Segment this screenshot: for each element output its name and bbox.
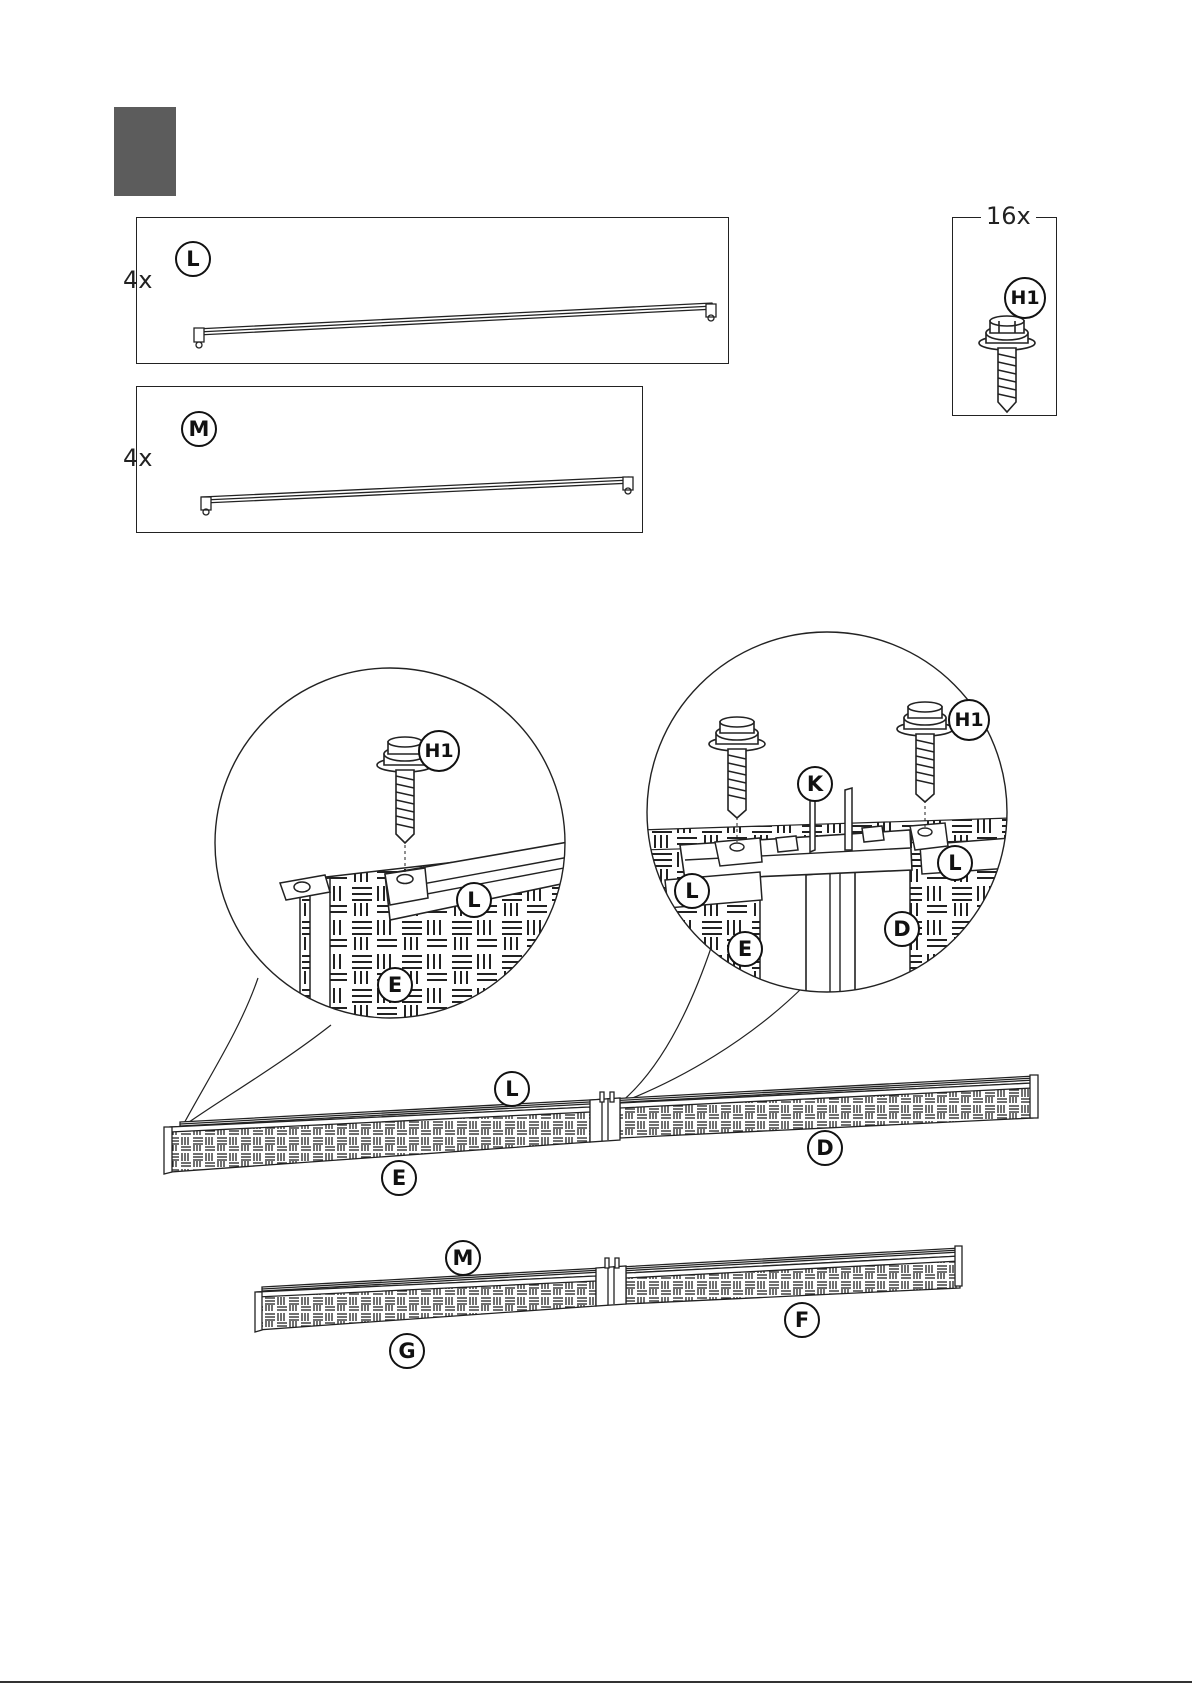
callout-part-h1: H1 — [1004, 277, 1046, 319]
assembly-bottom-drawing — [255, 1246, 962, 1332]
callout-detail-right-k: K — [797, 766, 833, 802]
assembly-top-drawing — [164, 1075, 1038, 1174]
callout-part-l: L — [175, 241, 211, 277]
callout-part-m: M — [181, 411, 217, 447]
page-bottom-rule — [0, 1681, 1192, 1683]
callout-assembly-bottom-f: F — [784, 1302, 820, 1338]
rail-l-drawing — [194, 303, 716, 348]
rail-m-drawing — [201, 477, 633, 515]
bolt-h1-drawing — [979, 316, 1035, 412]
callout-detail-right-h1: H1 — [948, 699, 990, 741]
callout-detail-right-d: D — [884, 911, 920, 947]
callout-detail-left-h1: H1 — [418, 730, 460, 772]
callout-assembly-top-l: L — [494, 1071, 530, 1107]
callout-detail-right-l-right: L — [937, 845, 973, 881]
callout-assembly-bottom-g: G — [389, 1333, 425, 1369]
callout-detail-right-l-left: L — [674, 873, 710, 909]
callout-assembly-top-e: E — [381, 1160, 417, 1196]
detail-right — [640, 630, 1020, 1000]
callout-detail-left-l: L — [456, 882, 492, 918]
callout-detail-left-e: E — [377, 967, 413, 1003]
callout-detail-right-e: E — [727, 931, 763, 967]
callout-assembly-bottom-m: M — [445, 1240, 481, 1276]
callout-assembly-top-d: D — [807, 1130, 843, 1166]
